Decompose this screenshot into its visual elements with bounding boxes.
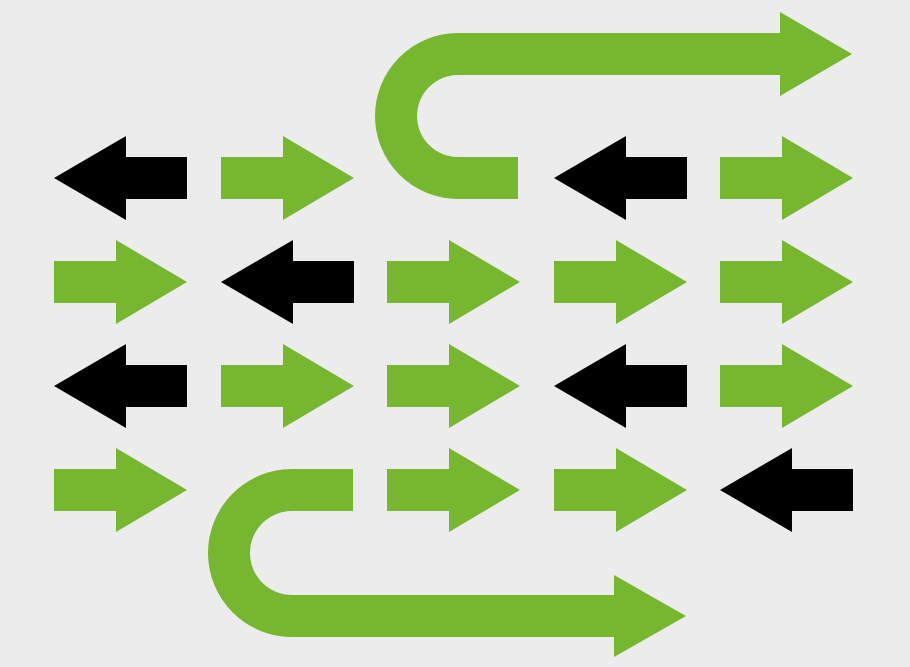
right-arrow-icon	[387, 448, 520, 532]
right-arrow-icon	[54, 240, 187, 324]
left-arrow-icon	[54, 136, 187, 220]
right-arrow-icon	[554, 240, 687, 324]
right-arrow-icon	[221, 344, 354, 428]
right-arrow-icon	[54, 448, 187, 532]
right-arrow-icon	[720, 344, 853, 428]
left-arrow-icon	[554, 344, 687, 428]
bottom-u-turn-arrow-head	[614, 575, 686, 657]
left-arrow-icon	[54, 344, 187, 428]
right-arrow-icon	[554, 448, 687, 532]
left-arrow-icon	[554, 136, 687, 220]
right-arrow-icon	[720, 240, 853, 324]
top-u-turn-arrow	[375, 33, 782, 199]
left-arrow-icon	[720, 448, 853, 532]
bottom-u-turn-arrow	[208, 469, 616, 637]
left-arrow-icon	[221, 240, 354, 324]
arrow-grid	[54, 136, 853, 532]
right-arrow-icon	[720, 136, 853, 220]
top-u-turn-arrow-head	[780, 12, 852, 96]
right-arrow-icon	[221, 136, 354, 220]
right-arrow-icon	[387, 240, 520, 324]
right-arrow-icon	[387, 344, 520, 428]
